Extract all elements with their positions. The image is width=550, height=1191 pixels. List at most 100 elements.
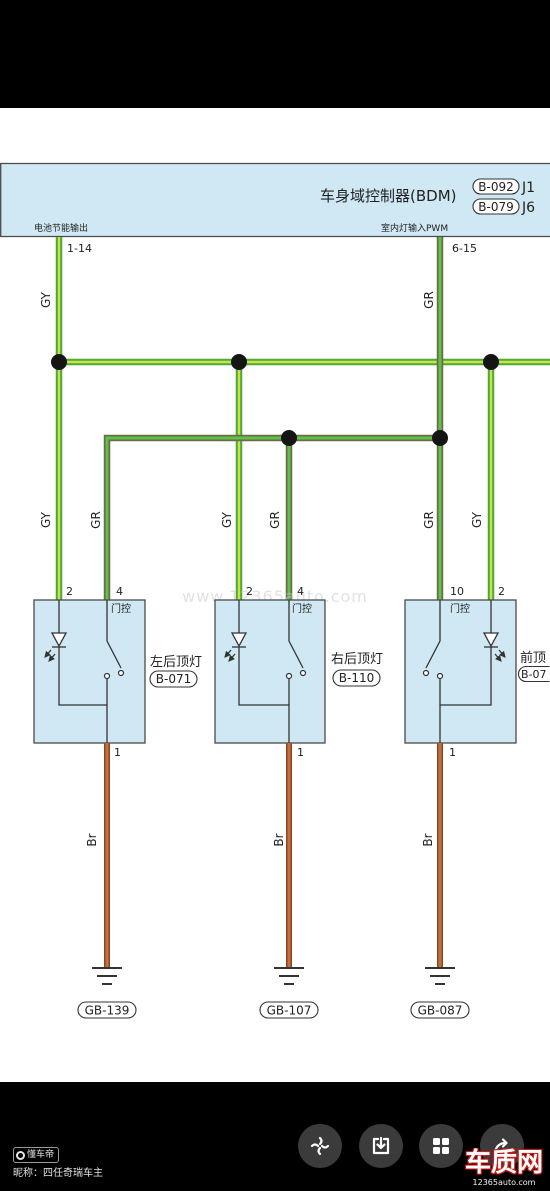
wire-gr-bus [103, 434, 440, 600]
lamp-module-box [33, 599, 146, 744]
led-emission-arrow [224, 649, 232, 658]
switch-pin-label: 4 [297, 585, 304, 598]
lamp-module-right-rear: 门控 [214, 599, 326, 744]
wire-color-label: GR [422, 291, 436, 309]
internal-circuit [439, 600, 492, 743]
door-switch-label: 门控 [292, 602, 312, 615]
controller-box [0, 163, 550, 237]
wire-inner [105, 436, 440, 600]
door-switch-label: 门控 [111, 602, 131, 615]
lamp-name: 前顶 [520, 650, 546, 666]
ground-point-code: GB-139 [85, 1004, 130, 1018]
internal-circuit [238, 600, 290, 743]
ground-icon [274, 967, 304, 985]
pinwheel-icon [310, 1136, 330, 1156]
ground-point-code: GB-087 [418, 1004, 463, 1018]
ground-pin-label: 1 [114, 746, 121, 759]
ground-icon [92, 967, 122, 985]
switch-contact [299, 669, 307, 677]
led-diode-icon [50, 632, 68, 648]
door-switch-label: 门控 [450, 602, 470, 615]
ground-point-badge [410, 1001, 470, 1019]
lamp-pin-label: 2 [498, 585, 505, 598]
lamp-module-front: 门控 [404, 599, 517, 744]
switch-contact [422, 669, 430, 677]
wire-color-label: GY [470, 511, 484, 528]
app-logo-text: 懂车帝 [27, 1150, 55, 1160]
output-label-interior-pwm: 室内灯输入PWM [381, 222, 448, 234]
junction-dot [231, 354, 247, 370]
lamp-connector-code: B-110 [339, 671, 374, 685]
internal-circuit [58, 600, 108, 743]
led-emission-arrow [498, 649, 506, 658]
status-bar [0, 0, 550, 108]
ground-icon [425, 967, 455, 985]
lamp-connector-code: B-071 [156, 672, 191, 686]
brand-url: 12365auto.com [472, 1178, 536, 1187]
lamp-module-box [214, 599, 326, 744]
author-nickname: 昵称：四任奇瑞车主 [13, 1168, 103, 1179]
brand-watermark: 车质网 12365auto.com [460, 1148, 548, 1188]
gallery-grid-button[interactable] [419, 1124, 463, 1168]
junction-dot [281, 430, 297, 446]
controller-title: 车身域控制器(BDM) [320, 187, 457, 205]
brand-name: 车质网 [464, 1148, 543, 1178]
switch-contact [436, 672, 444, 680]
lamp-name: 左后顶灯 [150, 655, 202, 670]
switch-contact [285, 672, 293, 680]
led-emission-arrow [44, 649, 52, 658]
connector-badge [472, 178, 520, 195]
wire-color-label: GY [39, 511, 53, 528]
junction-dot [51, 354, 67, 370]
grid-icon [433, 1138, 449, 1154]
switch-pin-label: 10 [450, 585, 464, 598]
wire-color-label: GR [422, 511, 436, 529]
lamp-module-left-rear: 门控 [33, 599, 146, 744]
ground-pin-label: 1 [297, 746, 304, 759]
connector-code: B-092 [478, 180, 513, 194]
lamp-connector-badge [149, 670, 198, 688]
lamp-module-box [404, 599, 517, 744]
lamp-pin-label: 2 [66, 585, 73, 598]
ground-point-code: GB-107 [267, 1004, 312, 1018]
share-button[interactable] [480, 1124, 524, 1168]
download-icon [372, 1136, 390, 1155]
wire-color-label: Br [421, 833, 435, 846]
output-pin-battery-saver: 1-14 [67, 242, 92, 255]
download-button[interactable] [359, 1124, 403, 1168]
dongchedi-logo-icon [16, 1150, 25, 1160]
lamp-connector-badge [332, 669, 381, 687]
lamp-connector-badge [518, 665, 550, 683]
wire-color-label: Br [272, 833, 286, 846]
switch-contact [103, 672, 111, 680]
lamp-pin-label: 2 [246, 585, 253, 598]
wire-color-label: GY [220, 511, 234, 528]
ground-point-badge [77, 1001, 137, 1019]
connector-badge [472, 198, 520, 215]
controller-border [0, 162, 550, 238]
door-switch-icon [106, 600, 122, 705]
wire-color-label: GY [39, 291, 53, 308]
viewer-bottom-bar: 懂车帝 昵称：四任奇瑞车主 [0, 1082, 550, 1191]
junction-dot [483, 354, 499, 370]
led-diode-icon [230, 632, 248, 648]
wire-color-label: GR [268, 511, 282, 529]
lamp-connector-code: B-07 [521, 668, 547, 681]
wiring-diagram: 车身域控制器(BDM) B-092 J1 B-079 J6 电池节能输出 室内灯… [0, 162, 550, 1019]
junction-dot [432, 430, 448, 446]
output-pin-interior-pwm: 6-15 [452, 242, 477, 255]
app-logo: 懂车帝 [13, 1147, 60, 1163]
ground-point-badge [259, 1001, 319, 1019]
switch-pin-label: 4 [116, 585, 123, 598]
enhance-button[interactable] [298, 1124, 342, 1168]
ground-pin-label: 1 [449, 746, 456, 759]
connector-pin: J6 [521, 200, 535, 216]
connector-pin: J1 [521, 180, 535, 196]
switch-contact [117, 669, 125, 677]
led-emission-arrow [228, 653, 236, 662]
door-switch-icon [288, 600, 304, 705]
led-emission-arrow [48, 653, 56, 662]
wire-color-label: Br [85, 833, 99, 846]
share-icon [493, 1138, 508, 1154]
door-switch-icon [425, 600, 441, 705]
